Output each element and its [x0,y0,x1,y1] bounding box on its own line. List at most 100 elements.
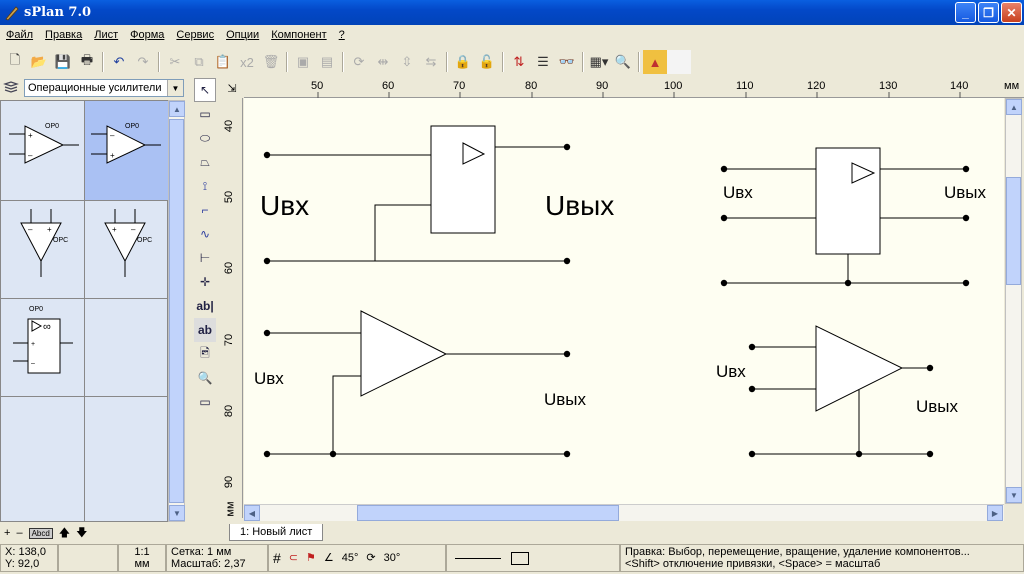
open-folder-icon[interactable]: 📂 [30,54,48,69]
duplicate-x2-button[interactable]: x2 [240,54,254,70]
polyline-tool-icon[interactable]: ⟟ [202,178,208,193]
print-icon[interactable]: 🖶 [80,52,94,67]
magnet-icon[interactable]: ⊂ [288,552,299,564]
add-icon[interactable]: + [4,527,11,539]
delete-icon[interactable]: 🗑 [262,54,280,69]
menu-service[interactable]: Сервис [176,29,215,41]
flag-icon[interactable]: ⚑ [306,552,316,564]
menu-sheet[interactable]: Лист [94,29,119,41]
angle-45[interactable]: 45° [341,552,359,564]
angle-30[interactable]: 30° [383,552,401,564]
copy-icon[interactable]: ⧉ [194,54,204,69]
tab-sheet-1[interactable]: 1: Новый лист [229,523,324,541]
unlock-icon[interactable]: 🔓 [478,54,496,69]
scroll-up-icon[interactable]: ▲ [1006,99,1022,115]
grid-dropdown-icon[interactable]: ▦▾ [589,54,609,69]
zoom-level: Масштаб: 2,37 [171,558,246,570]
paste-icon[interactable]: 📋 [214,54,232,69]
menu-component[interactable]: Компонент [271,29,327,41]
circuit-1 [267,125,567,262]
redo-icon[interactable]: ↷ [137,54,149,69]
scroll-up-icon[interactable]: ▲ [169,101,185,117]
scroll-thumb[interactable] [169,119,184,503]
svg-text:+: + [110,151,115,160]
rectangle-tool-icon[interactable]: ▭ [199,107,211,121]
close-button[interactable]: ✕ [1001,2,1022,23]
library-part-5[interactable]: ∞ +– OP0 [1,299,85,397]
mirror-v-icon[interactable]: ⇳ [401,54,413,69]
text-tool-icon[interactable]: ab| [196,299,214,313]
junction-tool-icon[interactable]: ✛ [199,275,211,289]
dimension-tool-icon[interactable]: ⊢ [199,251,211,265]
status-empty [58,544,118,572]
angle-icon[interactable]: ∠ [323,552,334,564]
arrow-up-icon[interactable]: 🡅 [58,526,71,539]
toolbar-separator [158,52,160,72]
image-tool-icon[interactable]: 🖻 [200,345,210,360]
library-part-4[interactable]: +– OPC [85,201,169,299]
library-part-2[interactable]: –+ OP0 [85,101,169,201]
blank-tool-icon[interactable] [667,50,691,74]
restore-button[interactable]: ❐ [978,2,999,23]
menu-help[interactable]: ? [338,29,345,41]
textbox-tool-icon[interactable]: ab [194,318,216,342]
search-binoculars-icon[interactable]: 👓 [558,54,576,69]
ellipse-tool-icon[interactable]: ⬭ [199,130,211,145]
undo-icon[interactable]: ↶ [113,54,125,69]
chevron-down-icon[interactable]: ▼ [167,80,183,96]
library-book-icon[interactable] [3,80,19,96]
canvas-vertical-scrollbar[interactable]: ▲ ▼ [1005,98,1022,504]
scroll-thumb[interactable] [357,505,619,521]
scroll-left-icon[interactable]: ◀ [244,505,260,521]
line-style-field[interactable] [446,544,620,572]
align-icon[interactable]: ⇆ [425,54,437,69]
hint-field: Правка: Выбор, перемещение, вращение, уд… [620,544,1024,572]
library-part-3[interactable]: –+ OPC [1,201,85,299]
new-file-icon[interactable]: 🗋 [9,52,21,67]
scroll-down-icon[interactable]: ▼ [1006,487,1022,503]
minimize-button[interactable]: _ [955,2,976,23]
mirror-h-icon[interactable]: ⇹ [377,54,389,69]
save-icon[interactable]: 💾 [54,54,72,69]
arrow-down-icon[interactable]: 🡇 [76,526,88,539]
line-tool-icon[interactable]: ⌐ [201,203,209,217]
polygon-tool-icon[interactable]: ⏢ [200,154,210,169]
bring-front-icon[interactable]: ▣ [296,54,310,69]
send-back-icon[interactable]: ▤ [320,54,334,69]
menu-shape[interactable]: Форма [130,29,165,41]
line-style-icon[interactable] [455,557,501,559]
fill-style-icon[interactable] [511,551,529,565]
ruler-tick-label: 50 [223,190,236,204]
svg-text:∞: ∞ [43,321,51,333]
grid-snap-icon[interactable]: # [273,550,281,566]
scroll-down-icon[interactable]: ▼ [169,505,185,521]
layers-icon[interactable]: ▲ [643,50,667,74]
ruler-corner-icon[interactable]: ⇲ [227,82,237,95]
measure-tool-icon[interactable]: ▭ [199,395,211,409]
circuit-4-output-label: Uвых [916,397,959,416]
bezier-tool-icon[interactable]: ∿ [199,227,211,241]
lock-icon[interactable]: 🔒 [454,54,472,69]
abcd-button[interactable]: Abcd [28,527,53,539]
rotate-angle-icon[interactable]: ⟳ [366,552,376,564]
scroll-right-icon[interactable]: ▶ [987,505,1003,521]
scroll-thumb[interactable] [1006,177,1021,285]
menu-edit[interactable]: Правка [45,29,83,41]
parts-list-icon[interactable]: ☰ [537,54,549,69]
library-select[interactable]: Операционные усилители ▼ [24,79,184,97]
magnifier-tool-icon[interactable]: 🔍 [197,371,213,385]
svg-text:+: + [31,341,35,348]
numbering-icon[interactable]: ⇅ [513,54,525,69]
zoom-icon[interactable]: 🔍 [614,54,632,69]
menu-options[interactable]: Опции [226,29,260,41]
rotate-icon[interactable]: ⟳ [353,54,365,69]
menu-file[interactable]: Файл [6,29,34,41]
library-part-1[interactable]: +– OP0 [1,101,85,201]
scale-field[interactable]: 1:1 мм [118,544,166,572]
pointer-tool-icon[interactable]: ↖ [194,78,216,102]
remove-icon[interactable]: – [16,527,23,539]
library-scrollbar[interactable]: ▲ ▼ [168,100,185,522]
drawing-canvas[interactable]: Uвх Uвых Uвх Uвых Uвх Uвых Uвх Uвых [244,98,1004,504]
canvas-horizontal-scrollbar[interactable]: ◀ ▶ [244,504,1004,521]
cut-icon[interactable]: ✂ [169,54,181,69]
